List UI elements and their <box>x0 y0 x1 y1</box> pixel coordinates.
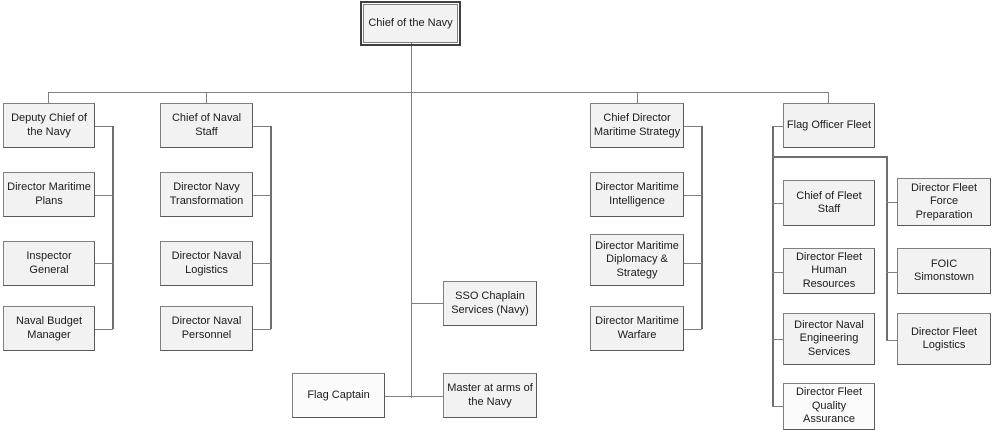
node-master-at-arms-of-the-navy[interactable]: Master at arms of the Navy <box>443 373 537 418</box>
node-director-navy-transformation[interactable]: Director Navy Transformation <box>160 172 253 217</box>
node-sso-chaplain-services-navy[interactable]: SSO Chaplain Services (Navy) <box>443 281 537 326</box>
node-label: Deputy Chief of the Navy <box>11 112 87 138</box>
connector-col1-stub-3 <box>95 329 113 330</box>
node-flag-captain[interactable]: Flag Captain <box>292 373 385 418</box>
node-chief-of-naval-staff[interactable]: Chief of Naval Staff <box>160 103 253 148</box>
connector-drop-col1 <box>48 92 49 104</box>
connector-col5-stub-2 <box>886 272 898 273</box>
node-director-fleet-quality-assurance[interactable]: Director Fleet Quality Assurance <box>783 383 875 430</box>
connector-col1-stub-2 <box>95 263 113 264</box>
node-chief-director-maritime-strategy[interactable]: Chief Director Maritime Strategy <box>590 103 684 148</box>
connector-center-spine <box>411 92 412 398</box>
node-chief-of-the-navy[interactable]: Chief of the Navy <box>360 1 461 46</box>
node-label: Chief of Fleet Staff <box>796 189 862 216</box>
node-director-naval-personnel[interactable]: Director Naval Personnel <box>160 306 253 351</box>
node-director-maritime-plans[interactable]: Director Maritime Plans <box>3 172 95 217</box>
node-director-maritime-diplomacy-strategy[interactable]: Director Maritime Diplomacy & Strategy <box>590 234 684 286</box>
node-director-naval-logistics[interactable]: Director Naval Logistics <box>160 241 253 286</box>
connector-drop-col2 <box>206 92 207 104</box>
connector-col1-spine <box>112 126 114 329</box>
connector-col4-stub-1 <box>772 203 784 204</box>
connector-col5-feeder-bar <box>772 156 887 158</box>
connector-stub-chaplain <box>411 303 444 304</box>
node-label: FOIC Simonstown <box>914 257 974 284</box>
connector-col2-stub-1 <box>253 195 271 196</box>
connector-col2-stub-2 <box>253 263 271 264</box>
node-label: Director Maritime Plans <box>7 181 91 207</box>
node-flag-officer-fleet[interactable]: Flag Officer Fleet <box>783 103 875 148</box>
connector-col1-stub-1 <box>95 195 113 196</box>
node-label: Director Fleet Quality Assurance <box>795 386 863 426</box>
connector-drop-col4 <box>828 92 829 104</box>
connector-col3-stub-2 <box>684 263 702 264</box>
connector-col3-stub-1 <box>684 195 702 196</box>
node-label: Director Naval Logistics <box>171 250 242 276</box>
node-label: Director Fleet Human Resources <box>795 250 863 290</box>
connector-col2-head-stub <box>253 126 271 127</box>
connector-stub-masteratarms <box>411 396 444 397</box>
node-naval-budget-manager[interactable]: Naval Budget Manager <box>3 306 95 351</box>
node-label: Chief of Naval Staff <box>171 112 242 138</box>
connector-drop-col3 <box>637 92 638 104</box>
connector-col3-spine <box>701 126 703 329</box>
connector-col4-head-stub <box>772 126 784 127</box>
connector-col4-stub-4 <box>772 406 784 407</box>
connector-col4-spine <box>772 126 774 407</box>
node-label: Director Maritime Diplomacy & Strategy <box>595 239 679 279</box>
node-foic-simonstown[interactable]: FOIC Simonstown <box>897 248 991 294</box>
connector-col5-spine <box>886 156 888 341</box>
connector-col2-spine <box>270 126 272 329</box>
node-inspector-general[interactable]: Inspector General <box>3 241 95 286</box>
node-label: Naval Budget Manager <box>15 315 83 341</box>
connector-col4-stub-2 <box>772 272 784 273</box>
connector-col4-stub-3 <box>772 339 784 340</box>
node-label: SSO Chaplain Services (Navy) <box>451 290 529 316</box>
node-chief-of-fleet-staff[interactable]: Chief of Fleet Staff <box>783 180 875 226</box>
node-label: Director Naval Engineering Services <box>794 318 864 358</box>
connector-main-bus <box>48 92 829 93</box>
connector-col5-stub-3 <box>886 340 898 341</box>
connector-stub-flagcaptain <box>385 396 412 397</box>
node-label: Director Naval Personnel <box>171 315 242 341</box>
connector-col3-stub-3 <box>684 329 702 330</box>
connector-root-stem <box>411 43 412 93</box>
node-director-fleet-human-resources[interactable]: Director Fleet Human Resources <box>783 248 875 294</box>
node-director-naval-engineering-services[interactable]: Director Naval Engineering Services <box>783 313 875 365</box>
connector-col3-head-stub <box>684 126 702 127</box>
node-label: Master at arms of the Navy <box>447 382 533 408</box>
node-label: Flag Captain <box>307 388 370 401</box>
node-director-maritime-warfare[interactable]: Director Maritime Warfare <box>590 306 684 351</box>
node-deputy-chief-of-the-navy[interactable]: Deputy Chief of the Navy <box>3 103 95 148</box>
connector-col5-stub-1 <box>886 202 898 203</box>
node-label: Inspector General <box>26 250 72 276</box>
connector-col2-stub-3 <box>253 329 271 330</box>
node-label: Director Maritime Warfare <box>595 315 679 341</box>
node-label: Director Maritime Intelligence <box>595 181 679 207</box>
node-director-maritime-intelligence[interactable]: Director Maritime Intelligence <box>590 172 684 217</box>
connector-col1-head-stub <box>95 126 113 127</box>
node-label: Chief of the Navy <box>368 16 453 29</box>
node-label: Director Navy Transformation <box>169 181 244 207</box>
node-label: Director Fleet Force Preparation <box>910 181 978 221</box>
node-director-fleet-logistics[interactable]: Director Fleet Logistics <box>897 313 991 365</box>
node-label: Chief Director Maritime Strategy <box>593 112 681 138</box>
node-director-fleet-force-preparation[interactable]: Director Fleet Force Preparation <box>897 178 991 226</box>
node-label: Director Fleet Logistics <box>910 325 978 352</box>
node-label: Flag Officer Fleet <box>786 118 872 131</box>
